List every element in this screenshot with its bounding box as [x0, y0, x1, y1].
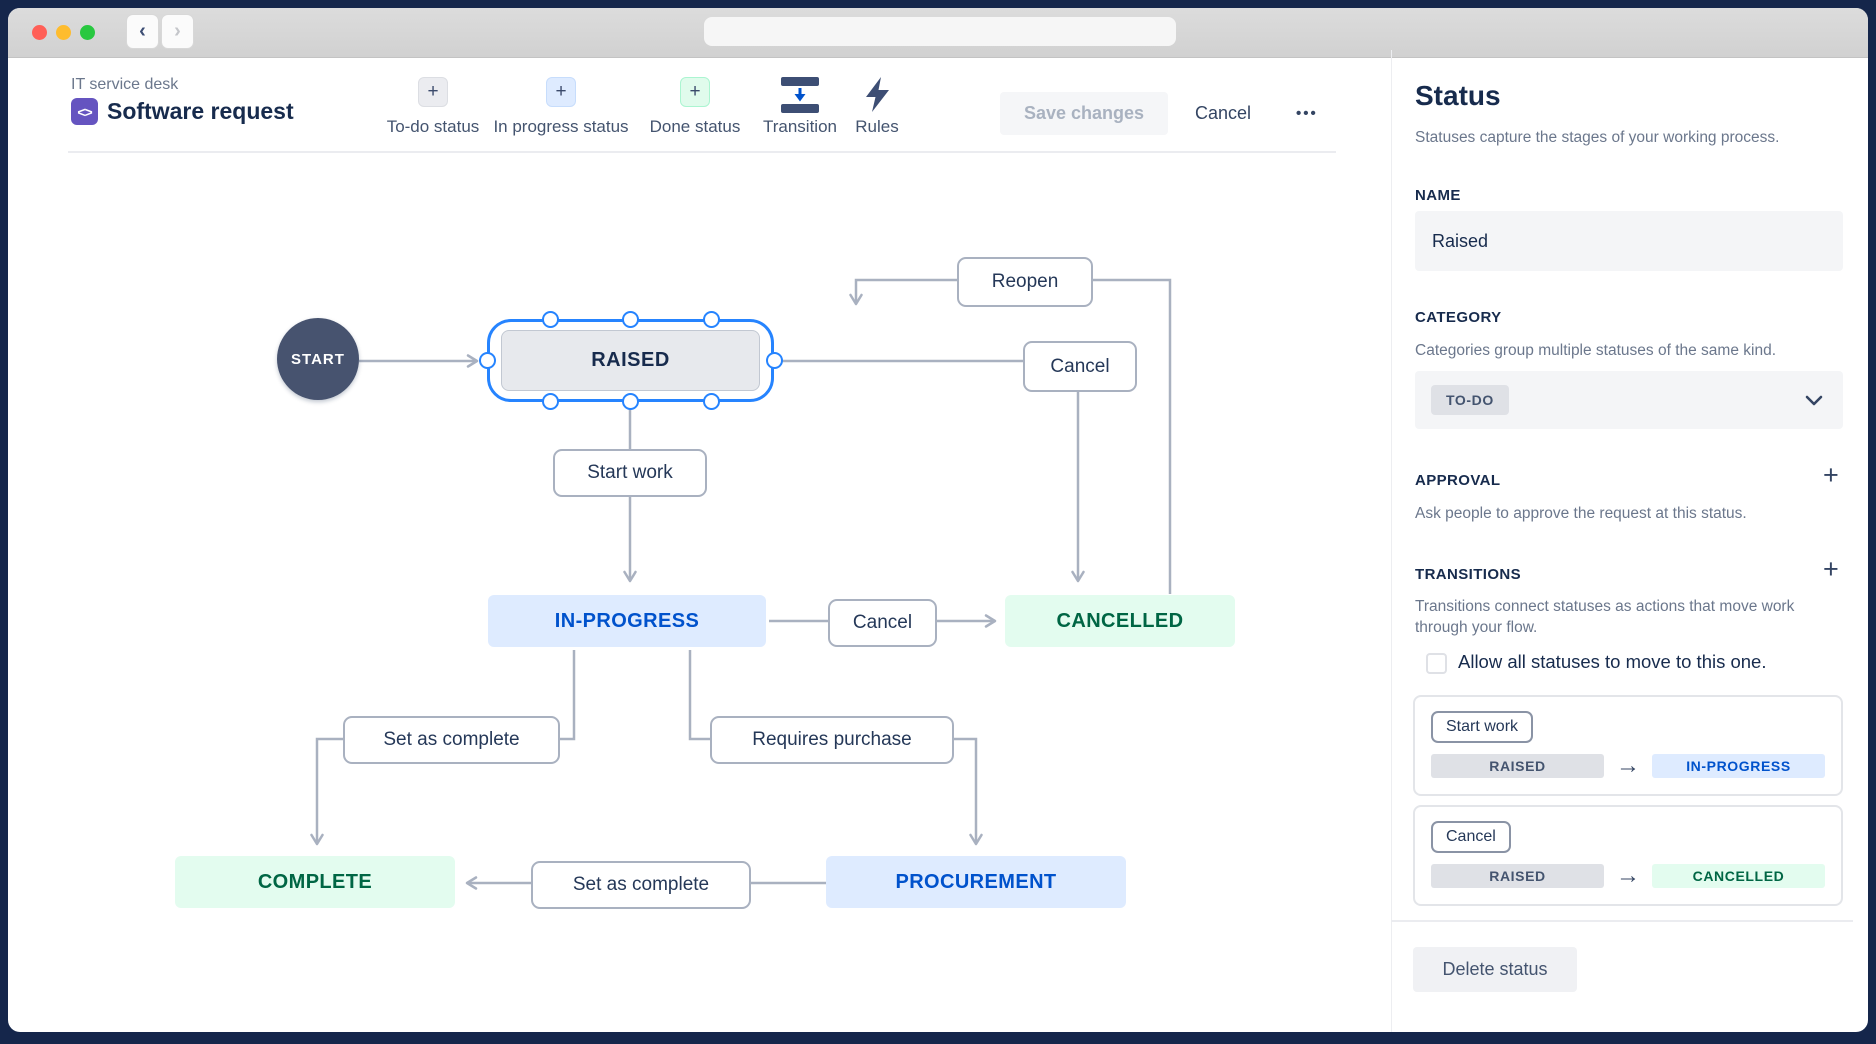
transitions-label: TRANSITIONS	[1415, 566, 1522, 583]
panel-footer-divider	[1391, 920, 1853, 922]
transition-label-requires-purchase[interactable]: Requires purchase	[710, 716, 954, 764]
transition-label-cancel-top[interactable]: Cancel	[1023, 341, 1137, 392]
allow-all-statuses-label: Allow all statuses to move to this one.	[1458, 651, 1767, 672]
selection-handle[interactable]	[703, 311, 720, 328]
selection-handle[interactable]	[766, 352, 783, 369]
tool-label: Rules	[855, 117, 899, 136]
category-label: CATEGORY	[1415, 309, 1502, 326]
add-approval-button[interactable]: +	[1823, 460, 1839, 490]
breadcrumb[interactable]: IT service desk	[71, 76, 179, 93]
panel-divider	[1391, 50, 1392, 1032]
selection-handle[interactable]	[622, 393, 639, 410]
transition-label-cancel-mid[interactable]: Cancel	[828, 599, 937, 647]
from-status-pill: RAISED	[1431, 864, 1604, 888]
back-chevron-icon: ‹	[139, 20, 146, 42]
chevron-down-icon	[1805, 395, 1823, 405]
add-todo-status-button[interactable]: +	[418, 77, 448, 107]
selection-handle[interactable]	[542, 393, 559, 410]
tool-rules[interactable]: Rules	[846, 77, 908, 137]
selection-handle[interactable]	[622, 311, 639, 328]
transition-icon	[781, 77, 819, 113]
forward-chevron-icon: ›	[174, 20, 181, 42]
selection-handle[interactable]	[542, 311, 559, 328]
add-transition-button[interactable]: +	[1823, 554, 1839, 584]
tool-label: Transition	[762, 117, 837, 136]
panel-subtitle: Statuses capture the stages of your work…	[1415, 129, 1780, 146]
url-bar[interactable]	[704, 17, 1176, 46]
lightning-bolt-icon	[865, 77, 889, 112]
selection-handle[interactable]	[703, 393, 720, 410]
name-input[interactable]	[1415, 211, 1843, 271]
tool-transition[interactable]: Transition	[760, 77, 840, 137]
add-inprogress-status-button[interactable]: +	[546, 77, 576, 107]
to-status-pill: CANCELLED	[1652, 864, 1825, 888]
status-node-raised[interactable]: RAISED	[501, 330, 760, 391]
zoom-window-button[interactable]	[80, 25, 95, 40]
transition-label-reopen[interactable]: Reopen	[957, 257, 1093, 307]
delete-status-button[interactable]: Delete status	[1413, 947, 1577, 992]
selection-handle[interactable]	[479, 352, 496, 369]
status-node-in-progress[interactable]: IN-PROGRESS	[488, 595, 766, 647]
plus-icon: +	[689, 81, 701, 102]
add-done-status-button[interactable]: +	[680, 77, 710, 107]
save-changes-button[interactable]: Save changes	[1000, 92, 1168, 135]
transition-name-chip[interactable]: Cancel	[1431, 821, 1511, 853]
approval-description: Ask people to approve the request at thi…	[1415, 505, 1747, 522]
allow-all-statuses-checkbox[interactable]	[1426, 653, 1447, 674]
from-status-pill: RAISED	[1431, 754, 1604, 778]
transitions-description: Transitions connect statuses as actions …	[1415, 598, 1795, 636]
start-node[interactable]: START	[277, 318, 359, 400]
name-label: NAME	[1415, 187, 1461, 204]
tool-todo-status[interactable]: + To-do status	[378, 77, 488, 137]
window-titlebar: ‹ ›	[8, 8, 1868, 58]
status-node-complete[interactable]: COMPLETE	[175, 856, 455, 908]
tool-label: Done status	[649, 117, 741, 136]
close-window-button[interactable]	[32, 25, 47, 40]
tool-inprogress-status[interactable]: + In progress status	[491, 77, 631, 137]
code-glyph: <>	[77, 103, 92, 120]
forward-button[interactable]: ›	[161, 14, 194, 49]
transition-label-start-work[interactable]: Start work	[553, 449, 707, 497]
plus-icon: +	[427, 81, 439, 102]
transition-label-set-as-complete-bottom[interactable]: Set as complete	[531, 861, 751, 909]
minimize-window-button[interactable]	[56, 25, 71, 40]
panel-title: Status	[1415, 80, 1501, 111]
approval-label: APPROVAL	[1415, 472, 1501, 489]
page-title: Software request	[107, 98, 294, 124]
transition-name-chip[interactable]: Start work	[1431, 711, 1534, 743]
toolbar-divider	[68, 151, 1336, 153]
tool-label: To-do status	[386, 117, 480, 136]
transition-card-cancel[interactable]: Cancel RAISED → CANCELLED	[1413, 805, 1843, 906]
tool-label: In progress status	[493, 117, 629, 136]
back-button[interactable]: ‹	[126, 14, 159, 49]
more-options-button[interactable]: •••	[1296, 105, 1318, 122]
tool-done-status[interactable]: + Done status	[640, 77, 750, 137]
plus-icon: +	[555, 81, 567, 102]
category-value-badge: TO-DO	[1431, 385, 1509, 415]
category-description: Categories group multiple statuses of th…	[1415, 342, 1776, 359]
to-status-pill: IN-PROGRESS	[1652, 754, 1825, 778]
cancel-button[interactable]: Cancel	[1195, 103, 1252, 123]
transition-label-set-as-complete-left[interactable]: Set as complete	[343, 716, 560, 764]
status-node-procurement[interactable]: PROCUREMENT	[826, 856, 1126, 908]
transition-card-start-work[interactable]: Start work RAISED → IN-PROGRESS	[1413, 695, 1843, 796]
status-node-cancelled[interactable]: CANCELLED	[1005, 595, 1235, 647]
category-select[interactable]: TO-DO	[1415, 371, 1843, 429]
project-code-icon: <>	[71, 98, 98, 125]
